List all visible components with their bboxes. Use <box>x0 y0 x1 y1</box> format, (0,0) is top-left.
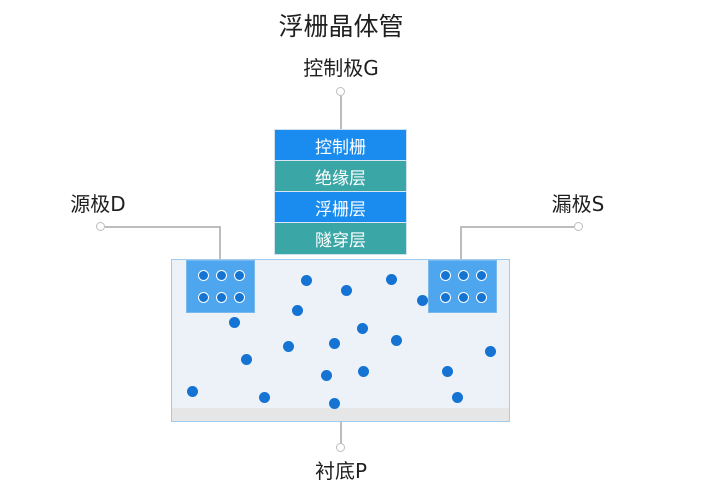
electron-dot <box>358 366 369 377</box>
electron-dot <box>341 285 352 296</box>
region-electron <box>234 292 245 303</box>
electron-dot <box>485 346 496 357</box>
diagram-title: 浮栅晶体管 <box>278 12 404 41</box>
substrate-leader-line <box>340 422 342 444</box>
source-leader-vline <box>219 226 221 259</box>
gate-stack: 控制栅 绝缘层 浮栅层 隧穿层 <box>274 129 407 255</box>
insulator-layer: 绝缘层 <box>275 161 406 192</box>
control-gate-layer: 控制栅 <box>275 130 406 161</box>
region-electron <box>198 270 209 281</box>
electron-dot <box>283 341 294 352</box>
region-electron <box>476 270 487 281</box>
substrate-leader-circle <box>336 443 345 452</box>
electron-dot <box>357 323 368 334</box>
electron-dot <box>329 338 340 349</box>
electron-dot <box>259 392 270 403</box>
region-electron <box>440 292 451 303</box>
drain-leader-vline <box>460 226 462 259</box>
floating-gate-layer: 浮栅层 <box>275 192 406 223</box>
region-electron <box>198 292 209 303</box>
drain-label: 漏极S <box>551 192 605 216</box>
electron-dot <box>187 386 198 397</box>
substrate <box>171 259 510 422</box>
electron-dot <box>229 317 240 328</box>
source-region <box>186 260 255 313</box>
tunnel-layer: 隧穿层 <box>275 223 406 254</box>
electron-dot <box>452 392 463 403</box>
region-electron <box>458 292 469 303</box>
substrate-label: 衬底P <box>314 459 368 483</box>
electron-dot <box>292 305 303 316</box>
electron-dot <box>417 295 428 306</box>
gate-leader-line <box>340 96 342 129</box>
region-electron <box>234 270 245 281</box>
electron-dot <box>391 335 402 346</box>
region-electron <box>216 292 227 303</box>
electron-dot <box>386 274 397 285</box>
region-electron <box>216 270 227 281</box>
region-electron <box>458 270 469 281</box>
source-label: 源极D <box>70 192 126 216</box>
region-electron <box>440 270 451 281</box>
substrate-base <box>172 408 509 421</box>
gate-leader-circle <box>336 87 345 96</box>
electron-dot <box>241 354 252 365</box>
electron-dot <box>442 366 453 377</box>
source-leader-hline <box>105 226 220 228</box>
region-electron <box>476 292 487 303</box>
electron-dot <box>329 398 340 409</box>
gate-label: 控制极G <box>303 56 379 80</box>
electron-dot <box>301 275 312 286</box>
drain-region <box>428 260 497 313</box>
source-leader-circle <box>96 222 105 231</box>
drain-leader-circle <box>574 222 583 231</box>
drain-leader-hline <box>461 226 574 228</box>
electron-dot <box>321 370 332 381</box>
